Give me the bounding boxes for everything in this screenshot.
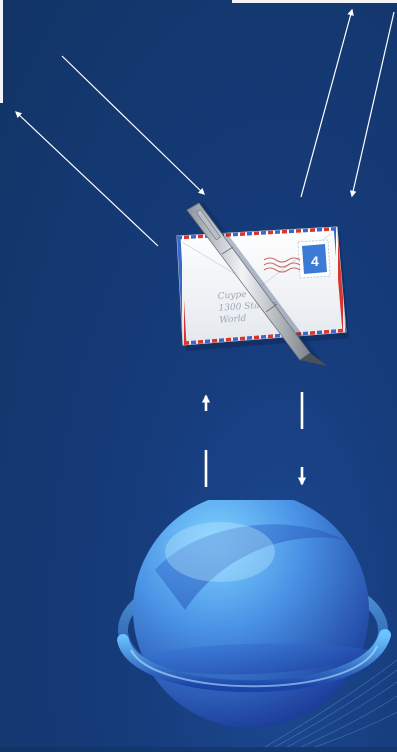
address-line-1: Cuype: [217, 290, 246, 302]
globe-icon: [115, 500, 397, 747]
arrow-left-to-mail: [62, 56, 204, 194]
arrow-mail-to-left: [16, 112, 158, 246]
arrow-mail-to-top-right: [301, 10, 352, 197]
stamp-number: 4: [311, 253, 319, 269]
address-line-3: World: [219, 314, 247, 326]
stamp-icon: 4: [298, 240, 330, 278]
mail-envelope-icon: 4 Cuype 1300 Sta ors World: [170, 200, 350, 370]
arrow-top-right-to-mail: [352, 12, 394, 196]
